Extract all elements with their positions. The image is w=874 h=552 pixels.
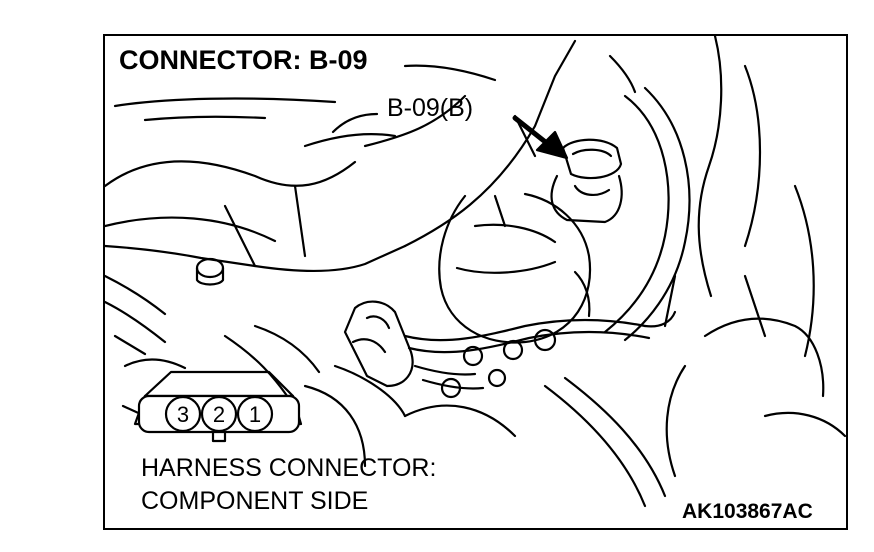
harness-connector-symbol: 3 2 1	[133, 370, 303, 443]
engine-bay-illustration: 3 2 1	[105, 36, 846, 508]
pin-label-1: 1	[249, 402, 261, 427]
connector-title: CONNECTOR: B-09	[117, 46, 372, 76]
pin-label-3: 3	[177, 402, 189, 427]
connector-callout-label: B-09(B)	[387, 94, 474, 122]
diagram-frame: 3 2 1 CONNECTOR: B-09 B-09(B) HARNESS CO…	[103, 34, 848, 530]
figure-code: AK103867AC	[682, 500, 813, 523]
pin-label-2: 2	[213, 402, 225, 427]
harness-label-line2: COMPONENT SIDE	[141, 487, 369, 515]
harness-label-line1: HARNESS CONNECTOR:	[141, 454, 437, 482]
